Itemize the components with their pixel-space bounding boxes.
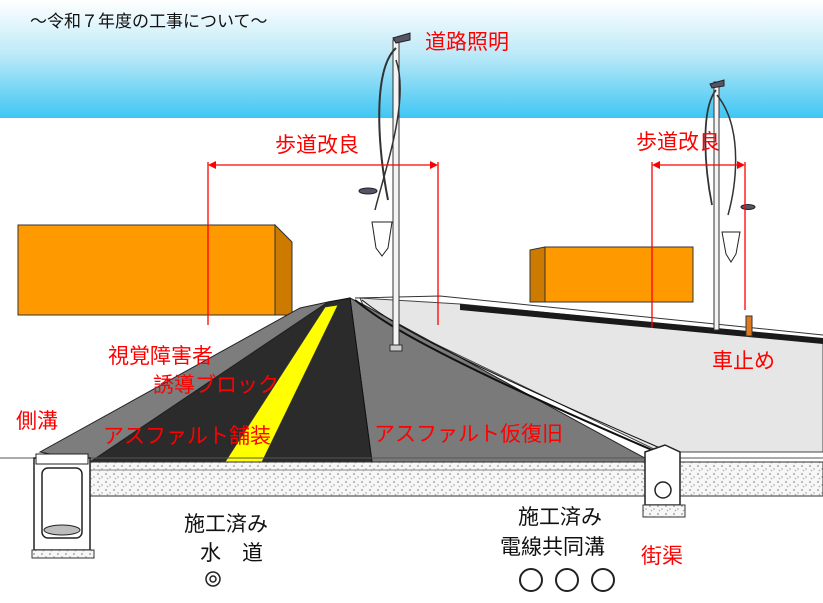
curb-line xyxy=(354,299,653,451)
building-right xyxy=(529,246,694,303)
label-power-2: 電線共同溝 xyxy=(500,535,605,559)
label-tactile-2: 誘導ブロック xyxy=(153,373,279,397)
dimension-right xyxy=(651,161,746,328)
subgrade-right xyxy=(679,461,823,497)
dimension-left xyxy=(207,161,439,325)
sidewalk-far-edge xyxy=(354,295,823,336)
label-tactile-1: 視覚障害者 xyxy=(108,344,213,368)
ring-icon xyxy=(519,568,615,592)
label-sidewalk-right: 歩道改良 xyxy=(636,130,720,154)
label-sidewalk-left: 歩道改良 xyxy=(275,133,359,157)
side-ditch-structure xyxy=(31,453,95,559)
street-light-right xyxy=(704,79,756,331)
bollard xyxy=(745,315,753,337)
gutter-structure xyxy=(642,444,686,518)
label-asphalt-paving: アスファルト舗装 xyxy=(103,424,271,448)
label-bollard: 車止め xyxy=(712,349,775,373)
sky xyxy=(0,0,823,118)
page-title: 〜令和７年度の工事について〜 xyxy=(30,12,268,32)
label-power-1: 施工済み xyxy=(518,505,602,529)
street-light-left xyxy=(358,32,411,352)
double-ring-icon xyxy=(205,571,221,587)
label-water-1: 施工済み xyxy=(184,512,268,536)
bollard-strip xyxy=(460,304,823,344)
curb-line-2 xyxy=(361,299,661,449)
label-gutter: 街渠 xyxy=(641,544,683,568)
label-water-2: 水 道 xyxy=(200,541,263,565)
label-street-light: 道路照明 xyxy=(425,30,509,54)
label-side-ditch: 側溝 xyxy=(16,409,58,433)
label-asphalt-restore: アスファルト仮復旧 xyxy=(374,422,563,446)
building-left xyxy=(17,223,293,316)
subgrade xyxy=(89,461,651,497)
